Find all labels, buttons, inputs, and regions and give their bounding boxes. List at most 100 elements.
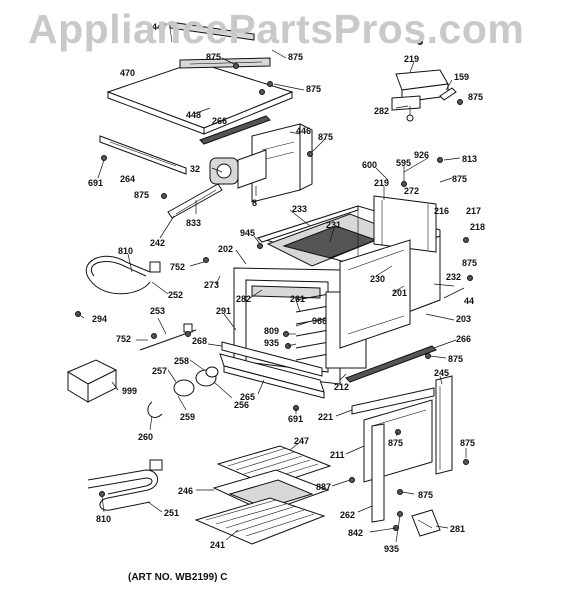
part-label: 809 xyxy=(264,326,279,336)
part-label: 875 xyxy=(206,52,221,62)
part-label: 875 xyxy=(318,132,333,142)
bracket-264 xyxy=(99,135,187,175)
part-label: 691 xyxy=(88,178,103,188)
part-label: 261 xyxy=(290,294,305,304)
part-label: 262 xyxy=(340,510,355,520)
part-label: 935 xyxy=(264,338,279,348)
part-label: 875 xyxy=(452,174,467,184)
channel-262 xyxy=(371,423,385,523)
part-label: 999 xyxy=(122,386,137,396)
part-label: 291 xyxy=(216,306,231,316)
part-label: 211 xyxy=(330,450,345,460)
part-label: 230 xyxy=(370,274,385,284)
broil-element-251 xyxy=(87,459,163,511)
side-channel-245 xyxy=(435,375,453,475)
part-label: 875 xyxy=(288,52,303,62)
part-label: 875 xyxy=(460,438,475,448)
part-label: 219 xyxy=(404,54,419,64)
part-label: 266 xyxy=(456,334,471,344)
part-label: 232 xyxy=(446,272,461,282)
part-label: 251 xyxy=(164,508,179,518)
part-label: 212 xyxy=(334,382,349,392)
part-label: 257 xyxy=(152,366,167,376)
panel-221 xyxy=(351,387,435,415)
part-label: 245 xyxy=(434,368,449,378)
part-label: 447 xyxy=(152,22,167,32)
part-label: 875 xyxy=(468,92,483,102)
screws xyxy=(75,39,473,531)
part-label: 201 xyxy=(392,288,407,298)
thermostat-probe-253 xyxy=(139,323,197,351)
part-label: 264 xyxy=(120,174,135,184)
part-number-labels: 447 875 875 470 448 266 875 446 875 691 … xyxy=(88,22,485,554)
part-label: 926 xyxy=(414,150,429,160)
part-label: 202 xyxy=(218,244,233,254)
part-label: 446 xyxy=(296,126,311,136)
part-label: 241 xyxy=(210,540,225,550)
oven-rack-241 xyxy=(194,497,326,545)
part-label: 945 xyxy=(240,228,255,238)
part-label: 203 xyxy=(456,314,471,324)
top-panel-470 xyxy=(106,57,294,135)
part-label: 159 xyxy=(454,72,469,82)
part-label: 44 xyxy=(464,296,474,306)
part-label: 294 xyxy=(92,314,107,324)
part-label: 221 xyxy=(318,412,333,422)
bracket-833 xyxy=(167,183,223,219)
part-label: 875 xyxy=(418,490,433,500)
part-label: 242 xyxy=(150,238,165,248)
part-label: 887 xyxy=(316,482,331,492)
part-label: 253 xyxy=(150,306,165,316)
part-label: 273 xyxy=(204,280,219,290)
part-label: 218 xyxy=(470,222,485,232)
rail-266-right xyxy=(345,345,437,383)
heating-element-channel-266 xyxy=(199,115,271,145)
part-label: 875 xyxy=(306,84,321,94)
part-label: 216 xyxy=(434,206,449,216)
hinge-281 xyxy=(411,509,441,537)
part-label: 752 xyxy=(170,262,185,272)
door-trim-268 xyxy=(221,341,323,377)
part-label: 842 xyxy=(348,528,363,538)
part-label: 268 xyxy=(192,336,207,346)
part-label: 246 xyxy=(178,486,193,496)
part-label: 691 xyxy=(288,414,303,424)
part-label: 875 xyxy=(462,258,477,268)
part-label: 752 xyxy=(116,334,131,344)
art-number: (ART NO. WB2199) C xyxy=(128,572,228,583)
part-label: 448 xyxy=(186,110,201,120)
part-label: 266 xyxy=(212,116,227,126)
part-label: 600 xyxy=(362,160,377,170)
part-label: 875 xyxy=(134,190,149,200)
motor-32 xyxy=(209,149,267,189)
box-999 xyxy=(66,359,118,403)
leader-lines xyxy=(77,23,467,543)
knob-257 xyxy=(147,366,219,418)
part-label: 219 xyxy=(374,178,389,188)
part-label: 259 xyxy=(180,412,195,422)
part-label: 258 xyxy=(174,356,189,366)
part-label: 260 xyxy=(138,432,153,442)
part-label: 281 xyxy=(450,524,465,534)
part-label: 875 xyxy=(448,354,463,364)
part-label: 265 xyxy=(240,392,255,402)
part-label: 282 xyxy=(374,106,389,116)
part-label: 233 xyxy=(292,204,307,214)
part-label: 217 xyxy=(466,206,481,216)
part-label: 810 xyxy=(118,246,133,256)
part-label: 595 xyxy=(396,158,411,168)
part-label: 252 xyxy=(168,290,183,300)
part-label: 282 xyxy=(236,294,251,304)
part-label: 966 xyxy=(312,316,327,326)
part-label: 8 xyxy=(252,198,257,208)
screw-159 xyxy=(439,87,457,101)
part-label: 833 xyxy=(186,218,201,228)
part-label: 231 xyxy=(326,220,341,230)
part-label: 935 xyxy=(384,544,399,554)
trim-265 xyxy=(219,353,325,399)
part-label: 247 xyxy=(294,436,309,446)
part-label: 32 xyxy=(190,164,200,174)
vent-trim-447 xyxy=(169,21,255,43)
